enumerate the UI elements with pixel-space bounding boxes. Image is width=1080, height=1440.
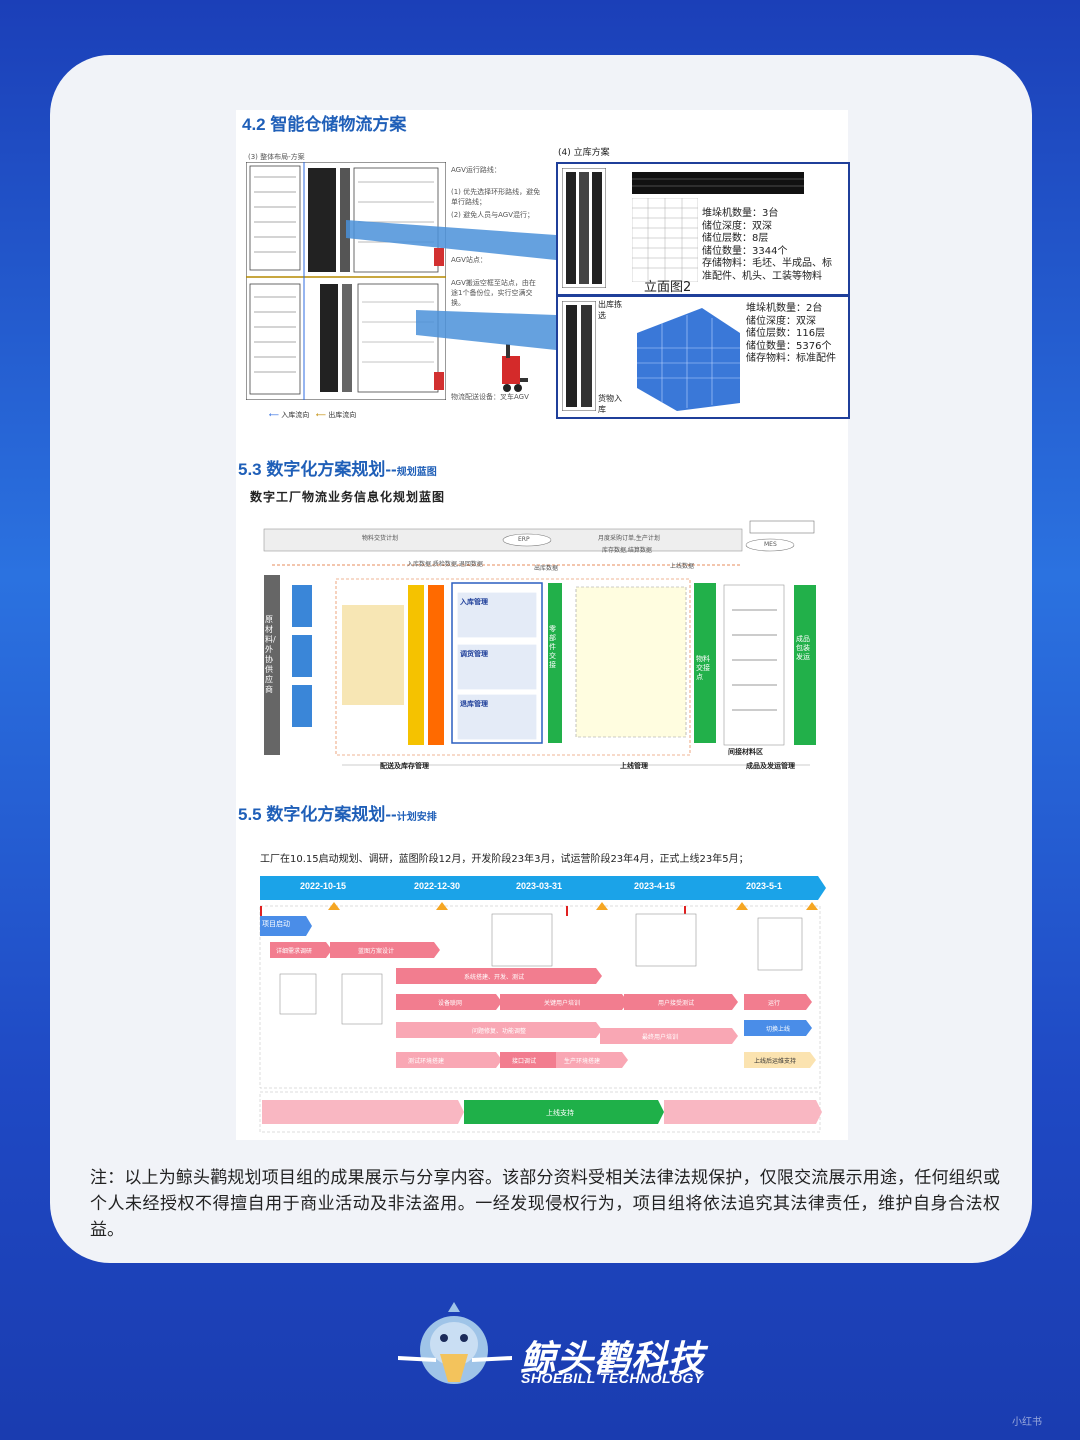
gantt-bar-label: 详细需求调研 [276,948,313,955]
inbound-pick-label: 货物入库 [598,394,622,414]
gantt-graphic [259,876,826,1133]
gantt-bar-label: 系统搭建、开发、测试 [464,974,525,981]
rack2-specs: 堆垛机数量：2台 储位深度：双深 储位层数：116层 储位数量：5376个 储存… [746,303,836,364]
milestone-date: 2022-10-15 [300,881,347,891]
rack-scheme-title: (4) 立库方案 [558,148,610,158]
milestone-date: 2022-12-30 [414,881,461,891]
layout-subtitle: (3) 整体布局-方案 [248,153,305,161]
rack1-specs: 堆垛机数量：3台 储位深度：双深 储位层数：8层 储位数量：3344个 存储物料… [702,208,832,282]
agv-rule-1: (1) 优先选择环形路线，避免单行路线； [451,188,541,206]
schedule-intro: 工厂在10.15启动规划、调研，蓝图阶段12月，开发阶段23年3月，试运营阶段2… [260,854,749,865]
shoebill-mascot-icon [398,1302,512,1384]
plan-label-2: 月度采购订单,生产计划 [598,535,660,542]
finished-pack-label: 成品包装发运 [796,635,810,661]
mat-handover-label: 物料交接点 [696,655,710,681]
plan-label-1: 物料交货计划 [362,535,399,542]
gantt-date-row: 2022-10-15 2022-12-30 2023-03-31 2023-4-… [258,881,818,895]
agv-station-desc: AGV搬运空框至站点，由在途1个备份位，实行空满交换。 [451,279,536,307]
flow-label-3: 上线数据 [670,563,695,570]
indirect-area-label: 间接材料区 [728,748,763,756]
milestone-date: 2023-03-31 [516,881,563,891]
brand-name-en: SHOEBILL TECHNOLOGY [521,1370,704,1386]
arrow-left-icon: ⟵ [269,411,280,419]
section-heading: 数字化方案规划-- [266,805,397,824]
elevation-label: 立面图2 [644,280,692,295]
rack-panel-1: 立面图2 堆垛机数量：3台 储位深度：双深 储位层数：8层 储位数量：3344个… [556,162,850,296]
blueprint-frame [263,520,816,766]
section-title-5-3: 5.3 数字化方案规划--规划蓝图 [238,455,437,480]
gantt-bar-label: 项目启动 [262,920,290,928]
agv-rule-2: (2) 避免人员与AGV混行； [451,211,535,219]
gantt-bar-label: 设备联网 [438,1000,463,1007]
gantt-bar-label: 切换上线 [766,1026,791,1033]
finished-label: 成品及发运管理 [746,762,795,770]
section-number: 5.3 [238,460,262,479]
section-heading: 智能仓储物流方案 [270,115,407,134]
rack1-top-view [632,172,804,194]
gantt-bar-label: 蓝图方案设计 [358,948,395,955]
section-number: 4.2 [242,115,266,134]
flow-label-2: 出库数据 [534,565,559,572]
plan-label-3: 库存数据,结算数据 [602,547,652,554]
slide-stack: 4.2 智能仓储物流方案 (3) 整体布局-方案 [236,110,850,1140]
legend-outbound: ⟵ 出库流向 [316,411,357,419]
gantt-bar-label: 最终用户培训 [642,1034,679,1041]
online-label: 上线管理 [620,762,648,770]
legend-inbound: ⟵ 入库流向 [269,411,310,419]
agv-station-title: AGV站点： [451,256,487,264]
section-suffix: 规划蓝图 [396,467,437,478]
part-handover-label: 零部件交接 [549,625,556,669]
copyright-note: 注：以上为鲸头鹳规划项目组的成果展示与分享内容。该部分资料受相关法律法规保护，仅… [90,1168,1000,1240]
gantt-bar-label: 上线支持 [546,1109,574,1117]
blueprint-diagram: 物料交货计划 ERP 月度采购订单,生产计划 库存数据,结算数据 MES 入库数… [262,515,824,770]
schedule-gantt: 2022-10-15 2022-12-30 2023-03-31 2023-4-… [258,870,828,1135]
agv-equip: 物流配送设备：叉车AGV [451,393,529,401]
section-heading: 数字化方案规划-- [266,460,397,479]
rack2-plan-view [562,301,596,411]
agv-forklift-icon [502,344,528,392]
projection-beams [346,220,556,350]
corner-watermark: 小红书 [1012,1417,1042,1428]
content-card: 4.2 智能仓储物流方案 (3) 整体布局-方案 [50,55,1032,1263]
outbound-pick-label: 出库拣选 [598,300,622,320]
gantt-bar-label: 测试环境搭建 [408,1058,445,1065]
gantt-bar-label: 关键用户培训 [544,1000,581,1007]
mes-label: MES [764,541,777,548]
rack2-3d-view [637,308,740,411]
section-title-4-2: 4.2 智能仓储物流方案 [242,110,406,135]
arrow-left-icon: ⟵ [316,411,327,419]
brand-name-cn: 鲸头鹳科技 [520,1339,706,1380]
gantt-bar-label: 问题修复、功能调整 [472,1028,527,1035]
section-title-5-5: 5.5 数字化方案规划--计划安排 [238,800,437,825]
agv-route-title: AGV运行路线： [451,166,501,174]
gantt-bar-label: 上线后运维支持 [754,1058,797,1065]
return-mgmt-label: 退库管理 [460,700,488,708]
erp-label: ERP [518,536,530,543]
delivery-label: 配送及库存管理 [380,762,429,770]
gantt-bar-label: 接口调试 [512,1058,537,1065]
milestone-date: 2023-5-1 [746,881,783,891]
flow-label-1: 入库数据,质检数据,退回数据 [407,561,483,568]
section-suffix: 计划安排 [396,812,437,823]
gantt-bar-label: 运行 [768,1000,781,1007]
rack-panel-2: 出库拣选 货物入库 堆垛机数量：2台 储位深度：双深 储位层数：116层 储位数… [556,295,850,419]
section-number: 5.5 [238,805,262,824]
rack1-plan-view [562,168,606,288]
inbound-mgmt-label: 入库管理 [460,598,488,606]
gantt-bar-label: 用户接受测试 [658,1000,695,1007]
blueprint-heading: 数字工厂物流业务信息化规划蓝图 [250,490,446,504]
gantt-bar-label: 生产环境搭建 [564,1058,601,1065]
transfer-mgmt-label: 调货管理 [460,650,488,658]
rack1-elevation-view [632,198,698,282]
milestone-date: 2023-4-15 [634,881,676,891]
supplier-label: 原材料/外协供应商 [265,615,276,694]
warehouse-floor-plan [246,162,446,400]
